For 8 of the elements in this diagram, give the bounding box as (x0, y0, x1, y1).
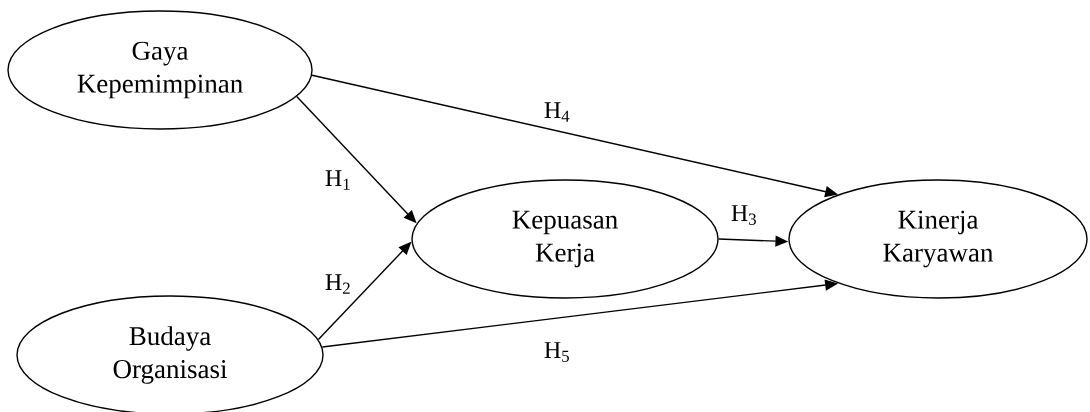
ellipse-node: Kepuasan Kerja (411, 179, 719, 299)
edge-label: H$_{1}$ (323, 169, 353, 191)
edge-label: H$_{2}$ (323, 273, 353, 295)
edge-label: H$_{5}$ (542, 341, 572, 363)
ellipse-node: Kinerja Karyawan (788, 179, 1088, 299)
edge-label: H$_{4}$ (542, 101, 572, 123)
edge-label: H$_{3}$ (729, 204, 759, 226)
ellipse-node: Gaya Kepemimpinan (7, 10, 313, 130)
